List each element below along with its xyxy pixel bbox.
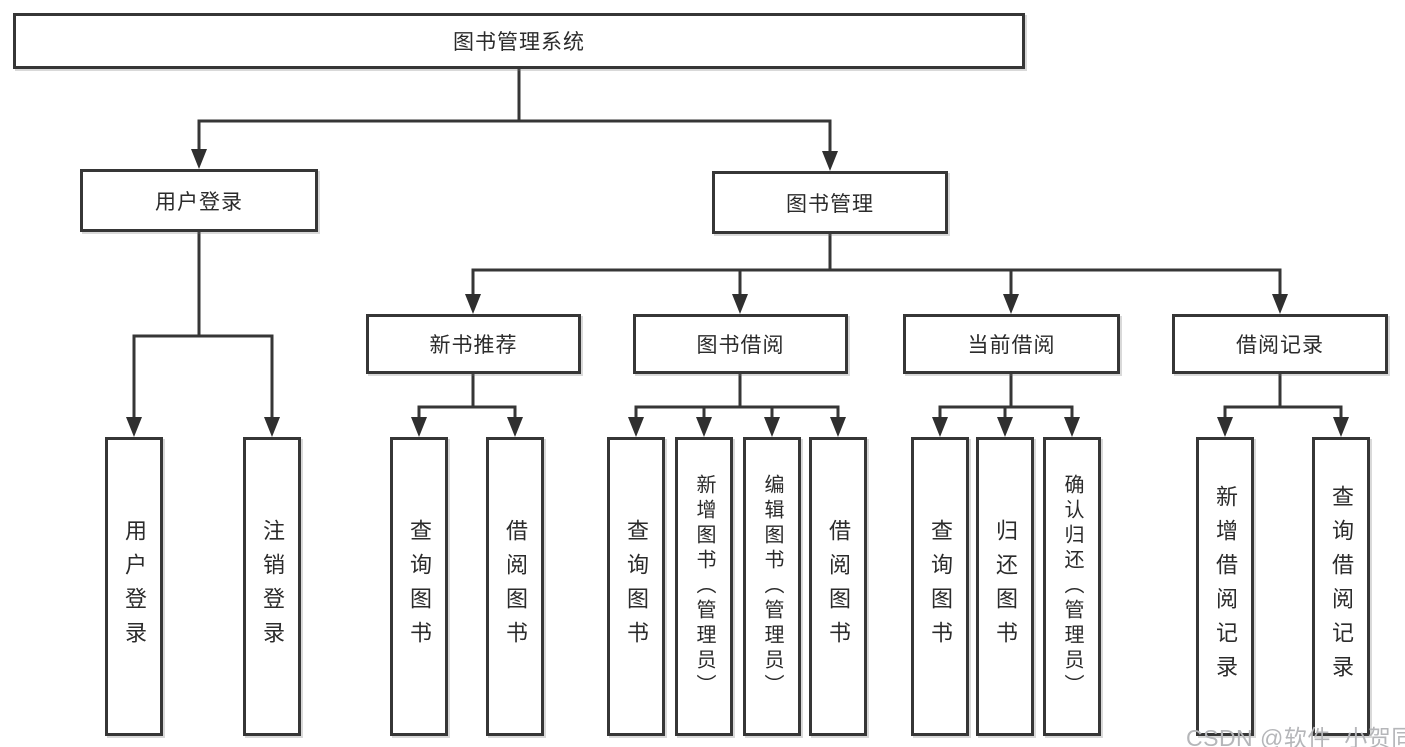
- leaf-query-books-current: 查询图书: [911, 437, 969, 736]
- arrowhead-icon: [1217, 417, 1233, 437]
- node-label: 图书借阅: [696, 334, 785, 357]
- leaf-borrow-books-recommend: 借阅图书: [486, 437, 544, 736]
- arrowhead-icon: [822, 151, 838, 171]
- node-label: 新增图书（管理员）: [693, 474, 715, 699]
- node-label: 图书管理: [786, 192, 874, 216]
- leaf-edit-book-admin: 编辑图书（管理员）: [743, 437, 801, 736]
- node-label: 查询图书: [407, 518, 432, 655]
- node-label: 确认归还（管理员）: [1061, 474, 1083, 699]
- connector-current-borrowing: [932, 374, 1080, 437]
- node-label: 借阅图书: [826, 518, 851, 655]
- arrowhead-icon: [1333, 417, 1349, 437]
- arrowhead-icon: [830, 417, 846, 437]
- arrowhead-icon: [764, 417, 780, 437]
- node-borrowing-records: 借阅记录: [1172, 314, 1388, 374]
- node-library-management-system: 图书管理系统: [13, 13, 1025, 69]
- leaf-borrow-books-borrowing: 借阅图书: [809, 437, 867, 736]
- arrowhead-icon: [1064, 417, 1080, 437]
- node-label: 新书推荐: [429, 334, 518, 357]
- arrowhead-icon: [411, 417, 427, 437]
- node-user-login: 用户登录: [80, 169, 318, 232]
- connector-root: [191, 69, 838, 171]
- leaf-query-books-borrowing: 查询图书: [607, 437, 665, 736]
- leaf-user-login: 用户登录: [105, 437, 163, 736]
- leaf-query-borrow-record: 查询借阅记录: [1312, 437, 1370, 736]
- connector-user-login: [126, 232, 280, 437]
- leaf-add-book-admin: 新增图书（管理员）: [675, 437, 733, 736]
- node-label: 图书管理系统: [453, 31, 585, 54]
- node-label: 用户登录: [122, 518, 147, 655]
- node-label: 当前借阅: [967, 334, 1056, 357]
- arrowhead-icon: [264, 417, 280, 437]
- node-label: 借阅记录: [1236, 334, 1324, 357]
- arrowhead-icon: [1003, 294, 1019, 314]
- connector-book-management: [465, 234, 1288, 314]
- arrowhead-icon: [507, 417, 523, 437]
- leaf-query-books-recommend: 查询图书: [390, 437, 448, 736]
- node-label: 新增借阅记录: [1213, 484, 1238, 689]
- node-book-management: 图书管理: [712, 171, 948, 234]
- arrowhead-icon: [465, 294, 481, 314]
- arrowhead-icon: [1272, 294, 1288, 314]
- leaf-logout: 注销登录: [243, 437, 301, 736]
- node-label: 查询图书: [624, 518, 649, 655]
- leaf-add-borrow-record: 新增借阅记录: [1196, 437, 1254, 736]
- connector-borrowing-records: [1217, 374, 1349, 437]
- arrowhead-icon: [997, 417, 1013, 437]
- node-label: 查询图书: [928, 518, 953, 655]
- arrowhead-icon: [732, 294, 748, 314]
- node-book-borrowing: 图书借阅: [633, 314, 848, 374]
- node-label: 查询借阅记录: [1329, 484, 1354, 689]
- connector-book-borrowing: [628, 374, 846, 437]
- arrowhead-icon: [126, 417, 142, 437]
- node-current-borrowing: 当前借阅: [903, 314, 1120, 374]
- node-label: 注销登录: [260, 518, 285, 655]
- leaf-confirm-return-admin: 确认归还（管理员）: [1043, 437, 1101, 736]
- connector-new-book-recommendation: [411, 374, 523, 437]
- node-label: 归还图书: [993, 518, 1018, 655]
- leaf-return-books: 归还图书: [976, 437, 1034, 736]
- arrowhead-icon: [696, 417, 712, 437]
- node-label: 用户登录: [155, 190, 243, 214]
- node-label: 编辑图书（管理员）: [761, 474, 783, 699]
- node-new-book-recommendation: 新书推荐: [366, 314, 581, 374]
- arrowhead-icon: [191, 149, 207, 169]
- node-label: 借阅图书: [503, 518, 528, 655]
- arrowhead-icon: [932, 417, 948, 437]
- csdn-watermark: CSDN @软件_小贺同学: [1186, 725, 1405, 747]
- arrowhead-icon: [628, 417, 644, 437]
